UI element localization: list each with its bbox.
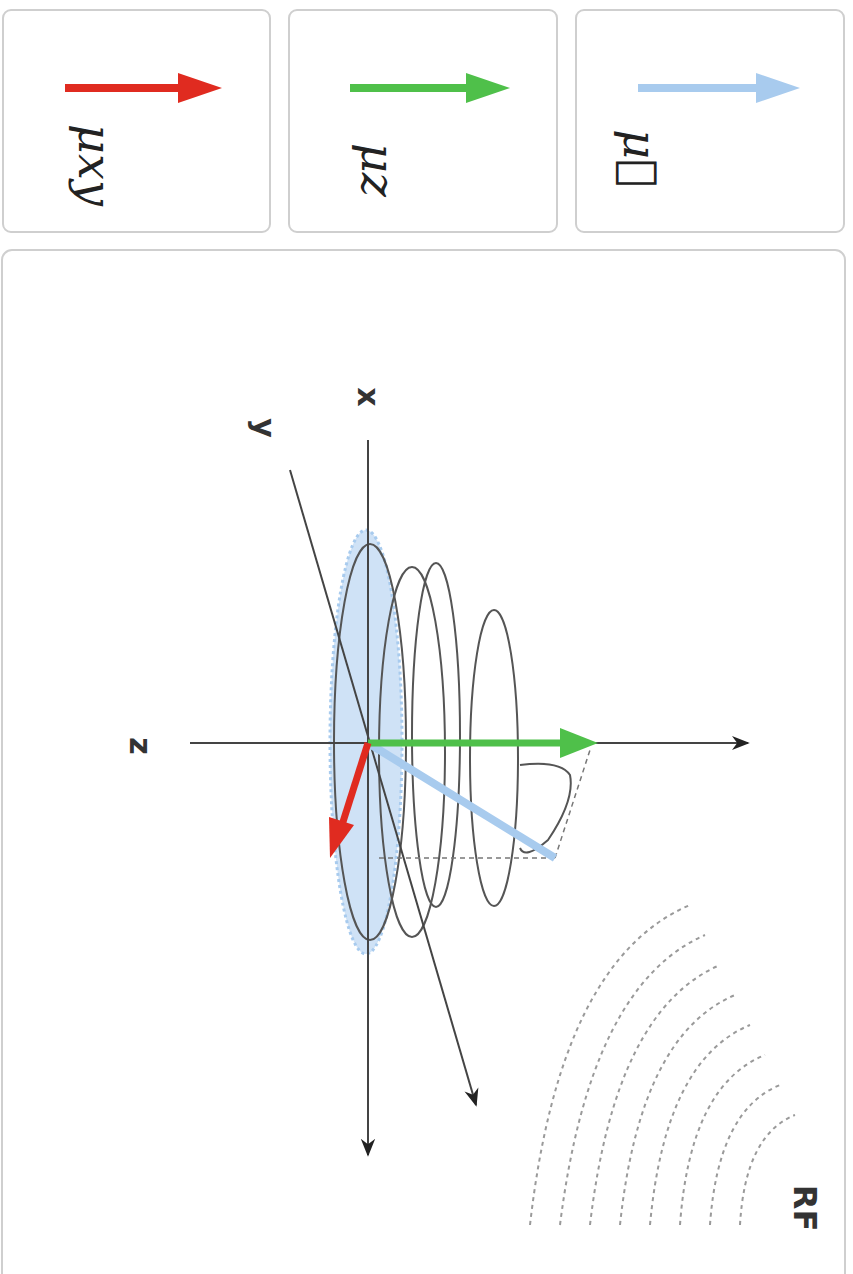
legend-panel [576, 10, 844, 232]
legend-text: μz [355, 143, 401, 197]
magnetization-vector [368, 743, 555, 858]
axis-label: y [249, 418, 279, 438]
legend-panel [289, 10, 557, 232]
diagram-panel [2, 250, 845, 1274]
arrow-shaft [65, 84, 182, 92]
arrow-shaft [638, 84, 760, 92]
legend-panel [3, 10, 270, 232]
axis-label: x [353, 387, 383, 406]
axes [190, 440, 748, 1155]
arrow-head [178, 73, 222, 103]
legend-arrow [638, 71, 804, 105]
legend-arrow [65, 71, 226, 105]
rf-waves [530, 905, 795, 1225]
precession-spiral [334, 544, 571, 940]
legend-arrow [350, 71, 514, 105]
axis-label: z [125, 737, 155, 754]
arrow-shaft [350, 84, 470, 92]
longitudinal-vector [368, 728, 598, 758]
arrow-head [466, 73, 510, 103]
legend-text: μxy [72, 124, 118, 206]
transverse-vector [329, 743, 368, 858]
arrow-head [756, 73, 800, 103]
rf-label: RF [789, 1185, 821, 1232]
legend-text: μ⃗ [617, 129, 663, 187]
